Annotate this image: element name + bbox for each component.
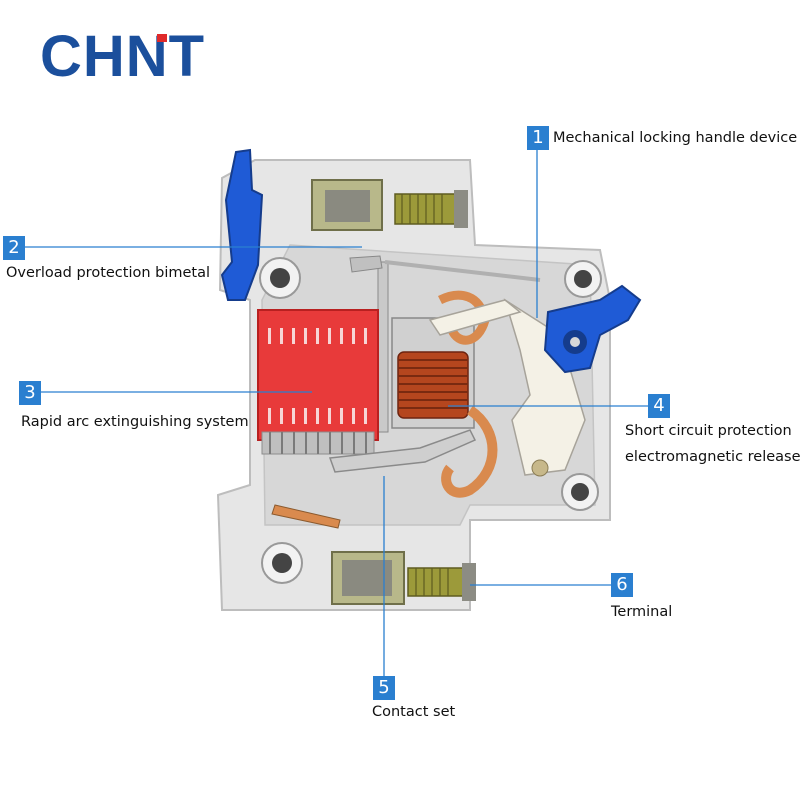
chint-logo: CHNT (40, 24, 206, 89)
moving-contact-arm (328, 429, 477, 473)
callout-label-4-line2: electromagnetic release (625, 449, 800, 465)
callout-badge-6: 6 (611, 573, 633, 597)
callout-label-4: Short circuit protection (625, 423, 792, 439)
callout-label-1: Mechanical locking handle device (553, 130, 798, 146)
latch-arm (428, 299, 522, 336)
bimetal-strip (377, 261, 389, 433)
top-terminal-screw (394, 193, 461, 225)
copper-braid-bottom (441, 405, 498, 498)
callout-badge-2: 2 (3, 236, 25, 260)
top-terminal-clamp (311, 179, 383, 231)
callout-label-5: Contact set (372, 704, 456, 720)
callout-label-2: Overload protection bimetal (6, 265, 211, 281)
callout-badge-4: 4 (648, 394, 670, 418)
callout-badge-5: 5 (373, 676, 395, 700)
callout-badge-1: 1 (527, 126, 549, 150)
callout-label-3: Rapid arc extinguishing system (21, 414, 249, 430)
left-blue-handle (220, 148, 264, 301)
callout-label-6: Terminal (611, 604, 673, 620)
bottom-terminal-screw (407, 567, 469, 597)
callout-badge-3: 3 (19, 381, 41, 405)
logo-accent-dot (157, 34, 167, 42)
